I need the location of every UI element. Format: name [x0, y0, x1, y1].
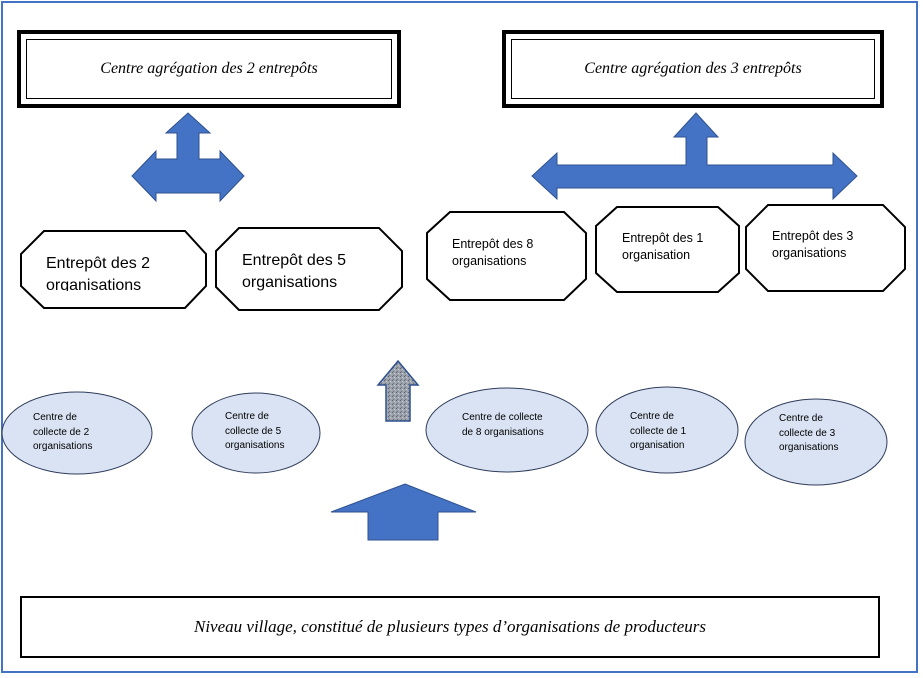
- collection-label-8-line1: Centre de collecte: [462, 412, 543, 423]
- three-way-arrow-right: [531, 112, 858, 201]
- collection-label-1-line3: organisation: [630, 440, 685, 451]
- warehouse-label-8-line2: organisations: [452, 253, 527, 268]
- warehouse-label-2-line1: Entrepôt des 2: [46, 255, 151, 272]
- warehouse-label-5: Entrepôt des 5 organisations: [242, 250, 392, 293]
- collection-label-1-line2: collecte de 1: [630, 425, 687, 437]
- collection-label-3-line2: collecte de 3: [779, 427, 836, 439]
- warehouse-octagon-8: [426, 211, 587, 301]
- aggregation-center-3: Centre agrégation des 3 entrepôts: [502, 30, 884, 108]
- warehouse-label-1: Entrepôt des 1 organisation: [622, 230, 737, 264]
- warehouse-octagon-3: [745, 204, 906, 292]
- collection-ellipse-3: [744, 398, 888, 486]
- collection-label-3: Centre de collecte de 3 organisations: [779, 412, 869, 456]
- warehouse-label-1-line1: Entrepôt des 1: [622, 231, 704, 245]
- warehouse-label-1-line2: organisation: [622, 247, 691, 262]
- three-way-arrow-left: [131, 112, 245, 203]
- collection-label-2-line1: Centre de: [33, 412, 77, 423]
- village-level-box: Niveau village, constitué de plusieurs t…: [20, 596, 880, 658]
- collection-label-5-line2: collecte de 5: [225, 425, 282, 437]
- village-level-label: Niveau village, constitué de plusieurs t…: [194, 617, 706, 636]
- collection-label-1-line1: Centre de: [630, 411, 674, 422]
- collection-label-8-line2: de 8 organisations: [462, 426, 544, 438]
- collection-label-5-line1: Centre de: [225, 411, 269, 422]
- collection-label-1: Centre de collecte de 1 organisation: [630, 410, 720, 454]
- collection-label-5: Centre de collecte de 5 organisations: [225, 410, 315, 454]
- collection-label-2-line3: organisations: [33, 441, 93, 452]
- warehouse-label-3: Entrepôt des 3 organisations: [772, 228, 897, 262]
- collection-ellipse-5: [191, 392, 321, 474]
- warehouse-label-5-line2: organisations: [242, 273, 338, 291]
- collection-label-3-line1: Centre de: [779, 413, 823, 424]
- warehouse-octagon-2: [20, 230, 207, 309]
- aggregation-center-2: Centre agrégation des 2 entrepôts: [17, 30, 401, 108]
- collection-ellipse-8: [425, 387, 589, 473]
- aggregation-center-3-label: Centre agrégation des 3 entrepôts: [511, 39, 875, 99]
- aggregation-center-2-label: Centre agrégation des 2 entrepôts: [26, 39, 392, 99]
- collection-ellipse-2: [1, 391, 153, 475]
- warehouse-label-3-line1: Entrepôt des 3: [772, 229, 854, 243]
- collection-label-5-line3: organisations: [225, 440, 285, 451]
- warehouse-octagon-5: [215, 227, 403, 311]
- collection-label-3-line3: organisations: [779, 442, 839, 453]
- warehouse-octagon-1: [595, 206, 740, 293]
- warehouse-label-2-line2: organisations: [46, 276, 142, 291]
- warehouse-label-3-line2: organisations: [772, 245, 847, 260]
- collection-label-8: Centre de collecte de 8 organisations: [462, 411, 582, 440]
- big-up-arrow: [330, 483, 477, 541]
- warehouse-label-5-line1: Entrepôt des 5: [242, 252, 347, 269]
- warehouse-label-8-line1: Entrepôt des 8: [452, 237, 534, 251]
- collection-label-2-line2: collecte de 2: [33, 426, 90, 438]
- small-up-arrow: [376, 359, 420, 422]
- collection-ellipse-1: [595, 386, 739, 474]
- warehouse-label-8: Entrepôt des 8 organisations: [452, 236, 582, 270]
- collection-label-2: Centre de collecte de 2 organisations: [33, 411, 143, 455]
- warehouse-label-2: Entrepôt des 2 organisations: [46, 253, 196, 291]
